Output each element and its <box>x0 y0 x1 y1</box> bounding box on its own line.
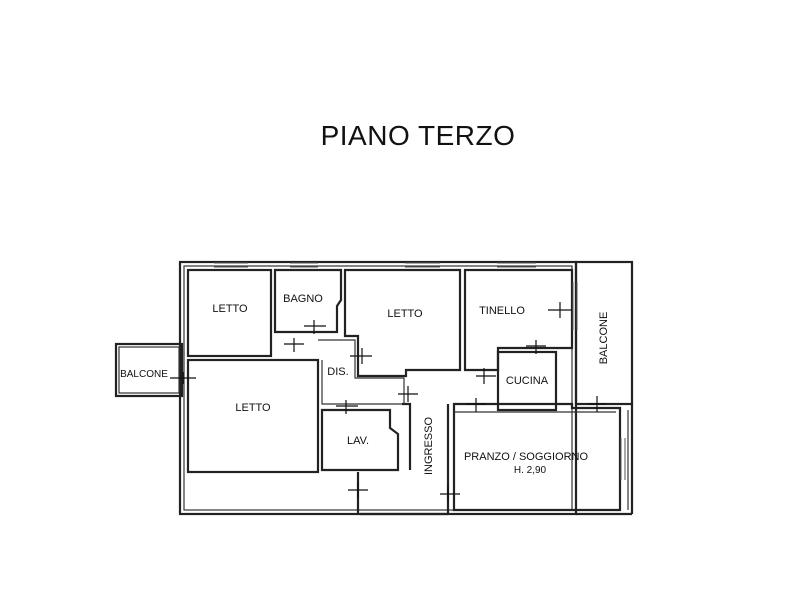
room-lav-label: LAV. <box>347 435 369 447</box>
outer-walls <box>178 260 578 516</box>
balcony-right <box>574 260 634 516</box>
room-balcone-left-label: BALCONE <box>120 369 168 380</box>
windows <box>214 262 626 480</box>
room-bagno-label: BAGNO <box>283 293 323 305</box>
room-cucina-label: CUCINA <box>506 375 549 387</box>
room-ingresso-label: INGRESSO <box>423 417 435 476</box>
room-pranzo-height-label: H. 2,90 <box>514 465 547 476</box>
room-balcone-right-label: BALCONE <box>598 312 610 365</box>
plan-title: PIANO TERZO <box>320 120 516 151</box>
room-letto-bottom-left-label: LETTO <box>235 402 271 414</box>
doors <box>170 302 606 502</box>
room-pranzo-label: PRANZO / SOGGIORNO <box>464 451 589 463</box>
room-tinello-label: TINELLO <box>479 305 525 317</box>
balcony-left <box>114 342 184 398</box>
room-letto-top-left-label: LETTO <box>212 303 248 315</box>
room-dis-label: DIS. <box>327 366 348 378</box>
room-letto-top-center-label: LETTO <box>387 308 423 320</box>
interior-walls <box>186 268 622 516</box>
